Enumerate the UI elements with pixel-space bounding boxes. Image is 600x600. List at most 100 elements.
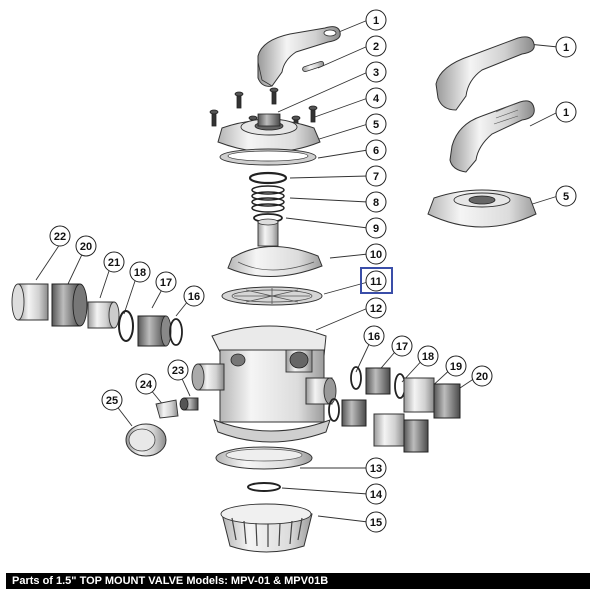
bottom-plate-part [215,446,313,470]
right-tail-piece-part [433,383,461,419]
tail-piece-part [11,283,49,321]
callout-label: 5 [373,119,379,131]
callout-label: 16 [188,291,200,303]
parts-caption-text: Parts of 1.5" TOP MOUNT VALVE Models: MP… [12,575,329,587]
callout-label: 21 [108,257,120,269]
sight-glass-part [155,399,179,419]
callout-label: 6 [373,145,379,157]
callout-label: 16 [368,331,380,343]
callout-20b: 20 [471,365,493,387]
rotor-part [227,218,323,277]
callout-circles: 1 2 3 4 5 6 7 8 9 10 11 12 13 14 15 1 1 … [49,9,577,533]
callout-label: 19 [450,361,462,373]
right-union-nut-part [403,377,435,413]
alt-cover-part [427,189,537,228]
callout-label: 3 [373,67,379,79]
callout-1b: 1 [555,36,577,58]
callout-label: 17 [396,341,408,353]
threaded-adapter-part [137,315,172,347]
left-union-assembly [11,283,183,347]
callout-25: 25 [101,389,123,411]
callout-5a: 5 [365,113,387,135]
handle-part [257,26,341,87]
o-ring-part [248,171,288,185]
callout-17b: 17 [391,335,413,357]
spring-part [251,185,285,213]
valve-body-part [191,325,337,443]
callout-label: 25 [106,395,118,407]
pin-part [302,60,325,73]
callout-11: 11 [365,270,387,292]
callout-label: 20 [80,241,92,253]
callout-label: 8 [373,197,379,209]
alt-handle-part [435,36,535,111]
lower-o-ring-part [328,398,340,422]
callout-19: 19 [445,355,467,377]
callout-1c: 1 [555,101,577,123]
lower-union-nut-part [373,413,405,447]
callout-label: 9 [373,223,379,235]
tail-sleeve-part [87,301,120,329]
bottom-o-ring-part [247,482,281,492]
drain-cap-part [125,423,167,457]
callout-16a: 16 [183,285,205,307]
callout-label: 4 [373,93,380,105]
right-adapter-part [365,367,391,395]
callout-label: 20 [476,371,488,383]
callout-label: 22 [54,231,66,243]
callout-18a: 18 [129,261,151,283]
callout-label: 15 [370,517,382,529]
right-o-ring-part [350,366,362,390]
callout-17a: 17 [155,271,177,293]
callout-label: 1 [373,15,379,27]
diverter-gasket-part [221,286,323,306]
callout-label: 14 [370,489,383,501]
callout-8: 8 [365,191,387,213]
highlight-box [360,267,393,294]
callout-label: 12 [370,303,382,315]
callout-5b: 5 [555,185,577,207]
valve-cover-part [217,113,321,153]
callout-label: 2 [373,41,379,53]
cover-gasket-part [219,148,317,166]
union-nut-part [51,283,88,327]
callout-3: 3 [365,61,387,83]
callout-2: 2 [365,35,387,57]
callout-13: 13 [365,457,387,479]
basket-part [220,503,313,553]
callout-label: 7 [373,171,379,183]
callout-label: 18 [422,351,434,363]
callout-21: 21 [103,251,125,273]
drain-plug-part [179,397,199,411]
callout-label: 24 [140,379,153,391]
callout-1a: 1 [365,9,387,31]
callout-label: 17 [160,277,172,289]
right-union-assembly [328,366,461,453]
adapter-o-ring-part [169,318,183,346]
callout-10: 10 [365,243,387,265]
callout-label: 18 [134,267,146,279]
callout-label: 1 [563,42,569,54]
callout-6: 6 [365,139,387,161]
callout-label: 5 [563,191,569,203]
callout-label: 13 [370,463,382,475]
union-o-ring-part [118,310,134,342]
alt-handle-grip-part [449,100,535,173]
callout-label: 11 [370,276,382,288]
callout-23: 23 [167,359,189,381]
callout-label: 1 [563,107,569,119]
callout-4: 4 [365,87,387,109]
callout-15: 15 [365,511,387,533]
callout-label: 10 [370,249,382,261]
parts-caption-bar: Parts of 1.5" TOP MOUNT VALVE Models: MP… [6,573,590,589]
callout-24: 24 [135,373,157,395]
callout-18b: 18 [417,345,439,367]
callout-14: 14 [365,483,387,505]
lower-tail-piece-part [403,419,429,453]
callout-12: 12 [365,297,387,319]
callout-label: 23 [172,365,184,377]
callout-20a: 20 [75,235,97,257]
callout-22: 22 [49,225,71,247]
callout-16b: 16 [363,325,385,347]
